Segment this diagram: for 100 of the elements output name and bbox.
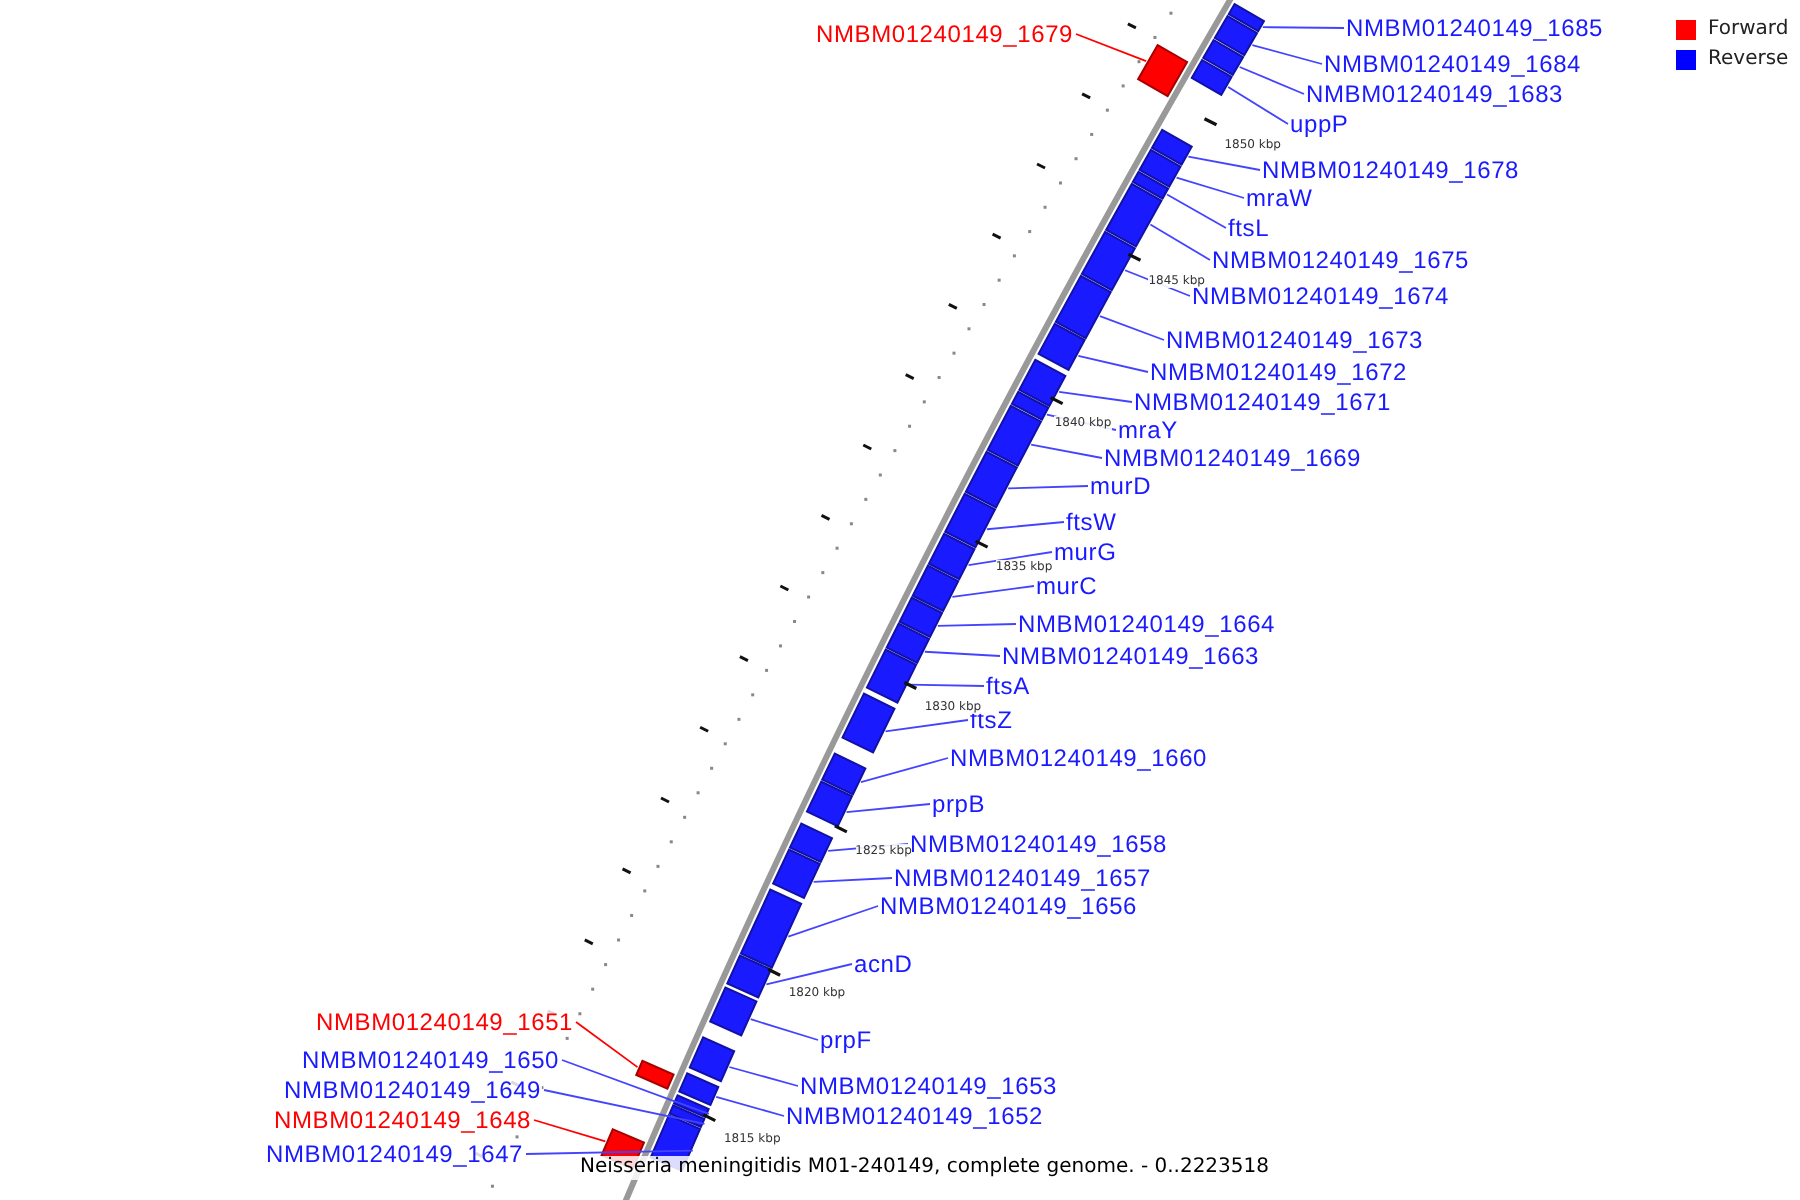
gene-block	[1018, 358, 1067, 408]
gene-block	[1150, 128, 1194, 167]
leader-line	[951, 585, 1035, 598]
leader-line	[1261, 26, 1345, 29]
leader-line	[1166, 193, 1227, 229]
gene-label: NMBM01240149_1685	[1346, 14, 1604, 42]
gene-block	[788, 822, 834, 864]
gene-block	[1227, 2, 1266, 33]
leader-line	[1058, 390, 1133, 403]
gene-label: NMBM01240149_1672	[1150, 358, 1408, 386]
gene-label: prpF	[820, 1026, 872, 1054]
gene-label: murD	[1090, 472, 1152, 500]
genome-title: Neisseria meningitidis M01-240149, complete genome. - 0..2223518	[580, 1156, 1269, 1180]
leader-line	[1007, 485, 1089, 490]
leader-line	[860, 757, 949, 784]
gene-label: NMBM01240149_1649	[284, 1076, 542, 1104]
gene-block	[677, 1072, 720, 1107]
gene-block	[688, 1036, 736, 1083]
leader-line	[525, 1149, 694, 1155]
gene-label: NMBM01240149_1656	[880, 892, 1138, 920]
gene-label: NMBM01240149_1679	[816, 20, 1074, 48]
gene-block	[771, 848, 822, 900]
leader-line	[1227, 86, 1289, 125]
leader-line	[1238, 66, 1305, 95]
gene-block	[911, 564, 960, 613]
gene-label: NMBM01240149_1675	[1212, 246, 1470, 274]
gene-label: NMBM01240149_1683	[1306, 80, 1564, 108]
gene-block	[1131, 170, 1170, 200]
gene-label: NMBM01240149_1669	[1104, 444, 1362, 472]
gene-label: NMBM01240149_1652	[786, 1102, 1044, 1130]
gene-block	[1138, 148, 1182, 188]
gene-block	[634, 1059, 675, 1090]
gene-label: ftsA	[986, 672, 1030, 700]
leader-line	[1149, 223, 1211, 261]
leader-line	[749, 1018, 819, 1041]
leader-line	[533, 1119, 607, 1143]
gene-label: NMBM01240149_1650	[302, 1046, 560, 1074]
gene-label: NMBM01240149_1651	[316, 1008, 574, 1036]
gene-block	[885, 622, 931, 665]
gene-block	[1201, 38, 1245, 77]
gene-label: mraW	[1246, 184, 1313, 212]
leader-line	[1187, 155, 1261, 171]
gene-label: NMBM01240149_1671	[1134, 388, 1392, 416]
gene-label: mraY	[1118, 416, 1178, 444]
gene-block	[1190, 58, 1233, 97]
gene-label: NMBM01240149_1678	[1262, 156, 1520, 184]
gene-label: NMBM01240149_1660	[950, 744, 1208, 772]
leader-line	[986, 521, 1065, 531]
gene-label: NMBM01240149_1664	[1018, 610, 1276, 638]
gene-block	[943, 492, 997, 549]
gene-label: murC	[1036, 572, 1098, 600]
leader-line	[936, 623, 1017, 627]
leader-line	[967, 551, 1053, 566]
gene-block	[1054, 274, 1113, 340]
leader-line	[1099, 315, 1165, 341]
leader-line	[907, 683, 985, 687]
gene-label: NMBM01240149_1653	[800, 1072, 1058, 1100]
gene-block	[1037, 322, 1086, 372]
leader-line	[923, 650, 1001, 657]
gene-label: NMBM01240149_1647	[266, 1140, 524, 1168]
gene-label: NMBM01240149_1663	[1002, 642, 1260, 670]
leader-line	[1030, 443, 1103, 459]
leader-line	[787, 905, 879, 938]
gene-label: murG	[1054, 538, 1117, 566]
gene-block	[1080, 230, 1137, 292]
leader-line	[1077, 355, 1149, 373]
gene-label: ftsW	[1066, 508, 1117, 536]
gene-block	[708, 986, 758, 1037]
leader-line	[884, 719, 969, 733]
leader-line	[715, 1095, 785, 1117]
leader-line	[561, 1059, 710, 1115]
gene-block	[1010, 390, 1050, 422]
gene-label: NMBM01240149_1673	[1166, 326, 1424, 354]
leader-line	[728, 1066, 799, 1087]
gene-label: ftsL	[1228, 214, 1270, 242]
gene-block	[1213, 14, 1259, 57]
gene-block	[805, 780, 854, 828]
leader-line	[845, 803, 931, 813]
leader-line	[1075, 33, 1147, 62]
leader-line	[543, 1089, 706, 1125]
gene-label: uppP	[1290, 110, 1349, 138]
gene-block	[820, 752, 867, 796]
gene-block	[725, 954, 773, 999]
leader-line	[765, 963, 853, 986]
leader-line	[1251, 44, 1323, 65]
leader-line	[1175, 176, 1245, 199]
gene-label: NMBM01240149_1684	[1324, 50, 1582, 78]
gene-label: NMBM01240149_1658	[910, 830, 1168, 858]
gene-block	[865, 648, 918, 704]
gene-block	[927, 532, 976, 581]
gene-block	[841, 692, 896, 754]
gene-block	[1136, 43, 1189, 98]
gene-label: acnD	[854, 950, 913, 978]
legend-label: Forward	[1708, 18, 1789, 42]
legend-label: Reverse	[1708, 48, 1789, 72]
leader-line	[812, 877, 893, 883]
gene-label: prpB	[932, 790, 986, 818]
gene-label: NMBM01240149_1657	[894, 864, 1152, 892]
gene-label: NMBM01240149_1648	[274, 1106, 532, 1134]
gene-block	[898, 596, 944, 639]
